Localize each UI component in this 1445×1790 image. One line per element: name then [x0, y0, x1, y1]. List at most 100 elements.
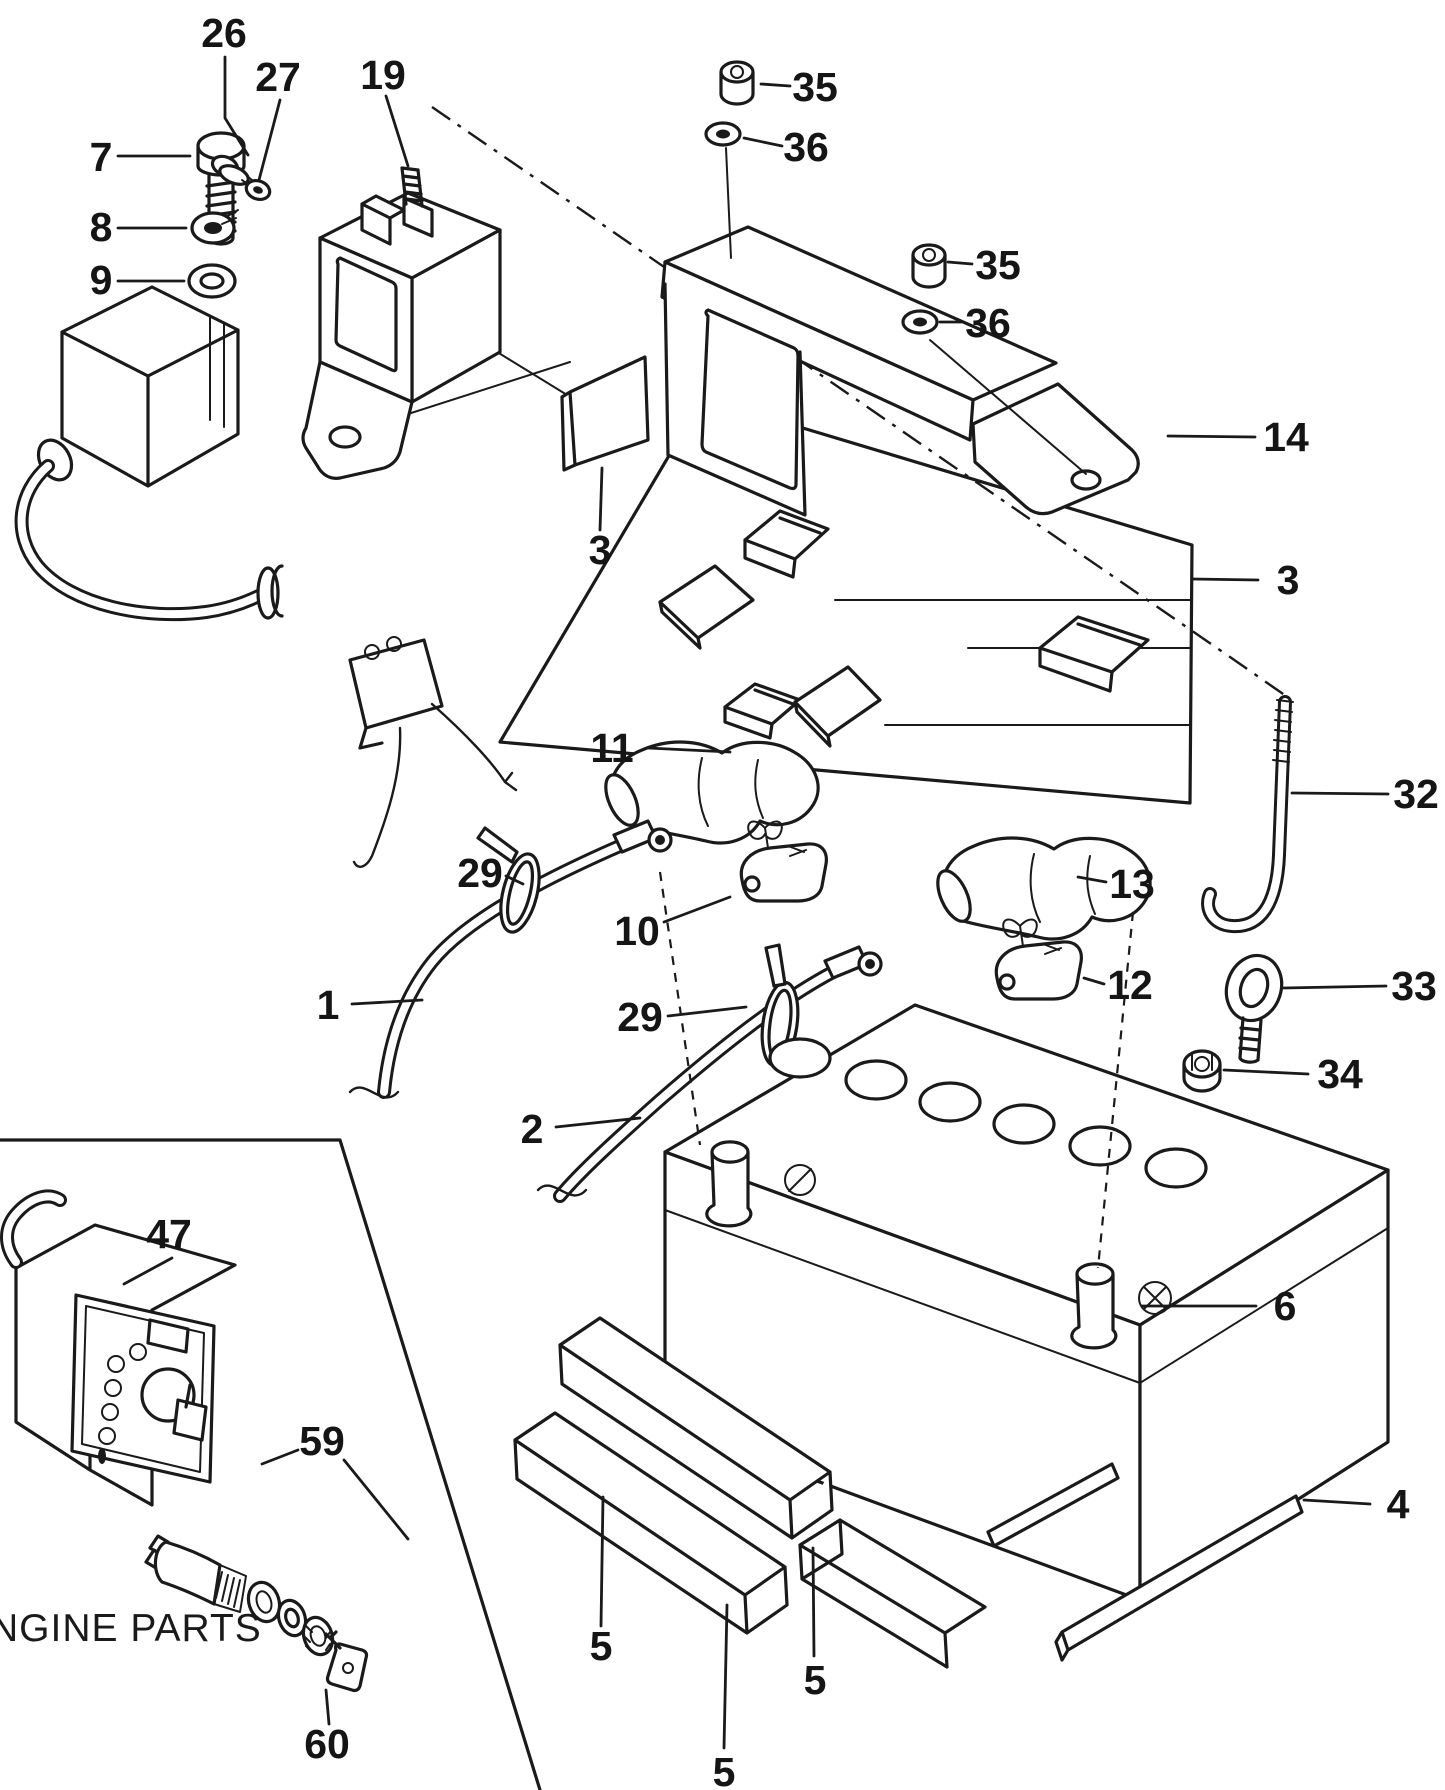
- callout-32: 32: [1393, 771, 1439, 817]
- callout-35-left: 35: [792, 64, 838, 110]
- cable-1-ring-hole: [655, 835, 665, 845]
- mounting-bracket-group: [301, 166, 502, 480]
- callout-29-lower: 29: [617, 994, 663, 1040]
- switch-nut-hole: [255, 1590, 273, 1614]
- terminal-boot-13: [936, 836, 1152, 941]
- nut-body: [719, 60, 755, 106]
- j-bolt-32: [1201, 695, 1294, 934]
- bracket-window: [334, 256, 398, 373]
- callout-7: 7: [90, 134, 113, 180]
- clamp-wing-bolt: [1002, 918, 1062, 955]
- clamp-12-align-dash: [1096, 911, 1135, 1269]
- inset-border: [0, 1138, 542, 1790]
- callout-47: 47: [146, 1211, 192, 1257]
- leader-29a: [504, 874, 525, 886]
- j-bolt-threads: [1272, 699, 1294, 763]
- nut-35-left: [719, 60, 755, 106]
- strip-4: [1054, 1494, 1304, 1662]
- washer-hole: [204, 222, 222, 234]
- nut-facets: [1191, 1053, 1213, 1071]
- key-60: [324, 1630, 369, 1693]
- callout-11: 11: [590, 725, 633, 771]
- leader-35a: [759, 82, 792, 88]
- clamp-hole: [998, 973, 1016, 991]
- clamp-body: [739, 842, 828, 903]
- switch-wire: [430, 702, 518, 792]
- nut-35-right: [911, 243, 947, 289]
- micro-switch-body: [348, 638, 444, 750]
- center-axis-line: [431, 106, 1287, 697]
- tray-clip-pad: [723, 682, 802, 740]
- battery-post-positive: [1070, 1262, 1118, 1350]
- callout-9: 9: [90, 257, 113, 303]
- washer-36-right: [901, 309, 939, 335]
- callout-5-right: 5: [804, 1657, 827, 1703]
- tray-flat-pad: [793, 665, 882, 748]
- callout-10: 10: [614, 908, 660, 954]
- cover-front-band: [660, 260, 975, 442]
- washer-hole: [199, 272, 225, 290]
- cable-1-outer: [377, 838, 629, 1099]
- switch-knurled-ring: [301, 1615, 335, 1657]
- inset-caption: NGINE PARTS: [0, 1607, 262, 1650]
- pad-5-lower: [513, 1411, 789, 1635]
- leader-3-right: [1190, 577, 1260, 582]
- cable-2-break: [536, 1184, 588, 1197]
- pad-under-battery: [986, 1462, 1120, 1548]
- terminal-boot-11: [604, 740, 820, 845]
- tie-tail: [764, 943, 787, 988]
- leader-2: [554, 1116, 642, 1129]
- leader-4: [1302, 1498, 1372, 1506]
- pad-5-upper: [558, 1316, 834, 1540]
- ignition-switch-body: [153, 1540, 222, 1606]
- nut-body: [911, 243, 947, 289]
- positive-polarity-mark: [1138, 1281, 1172, 1315]
- callout-3-left: 3: [589, 527, 612, 573]
- leader-36a: [742, 136, 784, 148]
- tray-leader-lines: [834, 599, 1191, 726]
- tray-flat-pad: [658, 564, 755, 650]
- cable-2-crimp: [823, 945, 869, 980]
- callout-12: 12: [1107, 962, 1153, 1008]
- bracket-foot-hole: [328, 425, 362, 449]
- callout-1: 1: [317, 982, 340, 1028]
- leader-34: [1222, 1068, 1310, 1076]
- callout-4: 4: [1387, 1481, 1410, 1527]
- callout-33: 33: [1391, 963, 1437, 1009]
- boot-opening: [604, 773, 640, 827]
- panel-indicator: [129, 1343, 147, 1361]
- eye-bolt-33: [1224, 953, 1284, 1064]
- callout-60: 60: [304, 1721, 350, 1767]
- callout-6: 6: [1274, 1283, 1297, 1329]
- terminal-clamp-10: [739, 820, 828, 903]
- cable-1-crimp: [612, 819, 658, 854]
- console-cable-core: [3, 1192, 64, 1266]
- relay-cable-core: [17, 462, 274, 619]
- washer-27: [244, 178, 272, 202]
- callout-labels: 7 8 9 26 27 19 35 36 35 36 14 3 32 33 34…: [90, 10, 1439, 1790]
- leader-19: [384, 94, 410, 168]
- battery-cable-1: [348, 819, 673, 1099]
- bottom-pads-group: [513, 1316, 1304, 1669]
- bracket-saddle-clamp: [360, 194, 434, 246]
- alignment-lines: [351, 106, 1287, 697]
- relay-box: [60, 285, 240, 488]
- leader-47: [122, 1256, 174, 1286]
- callout-13: 13: [1109, 861, 1155, 907]
- clamp-hole: [743, 875, 761, 893]
- leader-29b: [666, 1005, 748, 1018]
- switch-wire: [352, 726, 402, 868]
- switch-nut: [246, 1580, 282, 1624]
- callout-5-bottom: 5: [713, 1749, 736, 1790]
- switch-washer-hole: [284, 1607, 300, 1629]
- battery-cap-sides: [769, 1057, 1207, 1188]
- leader-5b: [722, 1603, 729, 1750]
- eye-inner: [1238, 967, 1270, 1009]
- callout-3-right: 3: [1277, 557, 1300, 603]
- relay-box-end-stripes: [209, 315, 225, 428]
- panel-indicator: [98, 1427, 116, 1445]
- leader-12: [1082, 976, 1106, 986]
- eye-bolt-shank: [1238, 1016, 1263, 1064]
- flat-washer-9: [187, 263, 237, 299]
